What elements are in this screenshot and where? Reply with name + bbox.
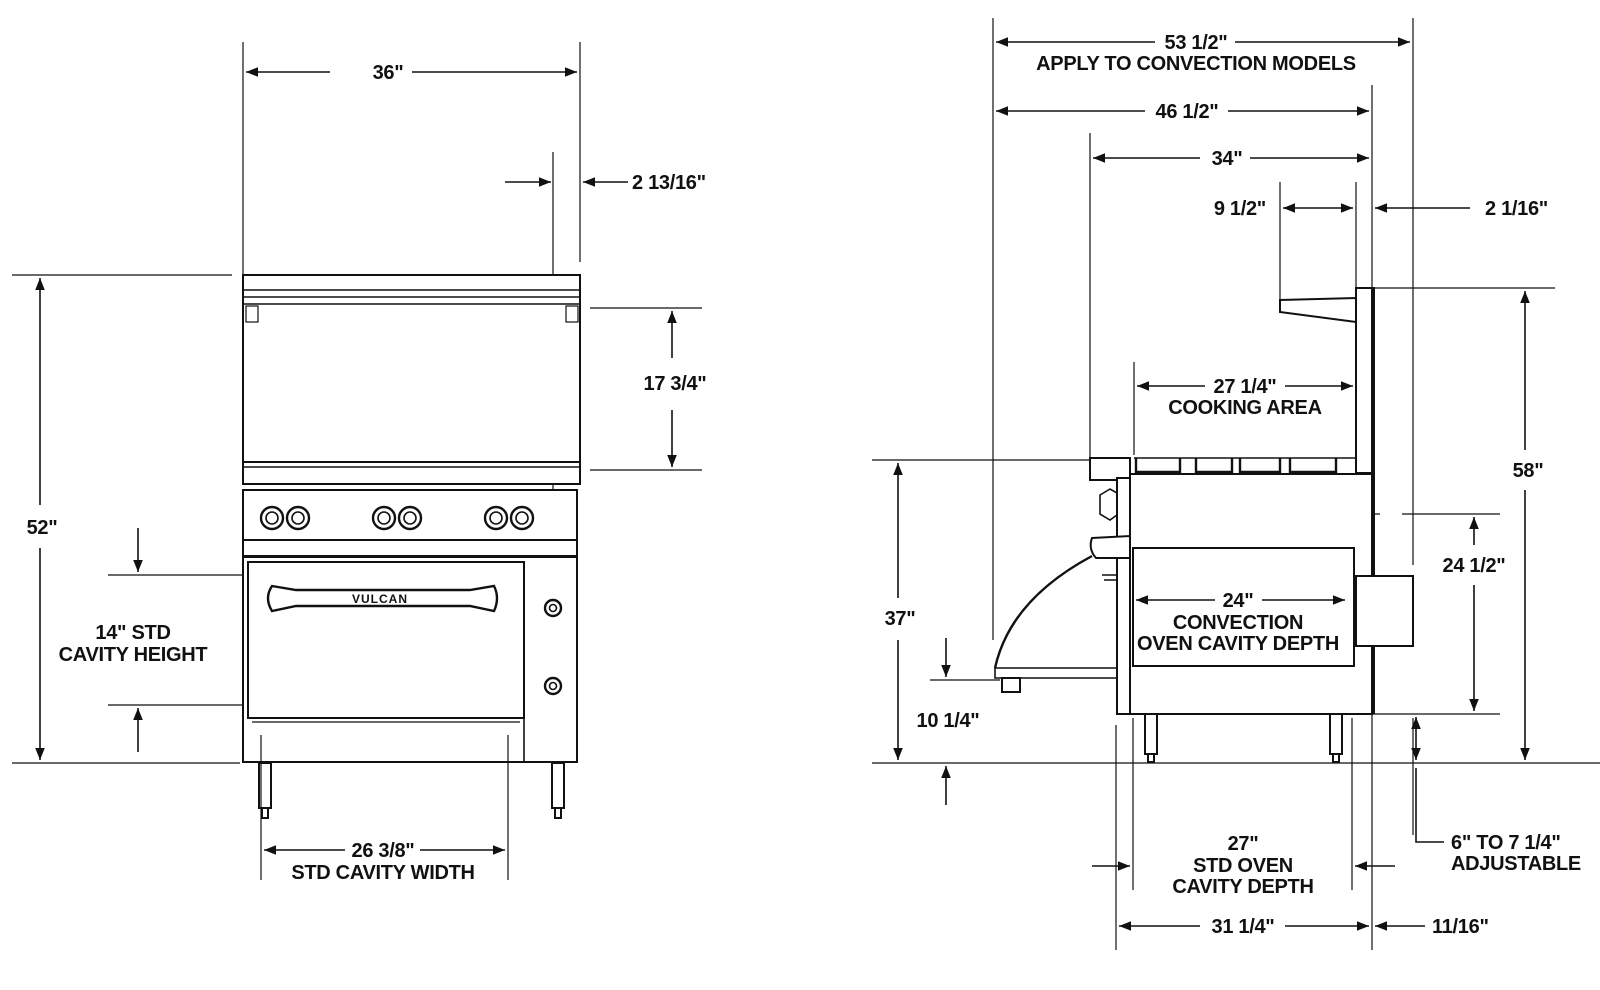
rear-offset-dimension: 11/16" — [1375, 916, 1489, 938]
width-dimension: 36" — [246, 62, 577, 84]
std-cavity-dimension: 27" STD OVEN CAVITY DEPTH — [1092, 833, 1395, 898]
overall-depth-dimension: 46 1/2" — [996, 101, 1369, 123]
work-height-label: 37" — [885, 608, 916, 630]
shelf-depth-label: 9 1/2" — [1214, 198, 1266, 220]
side-overall-height-dimension: 58" — [1513, 291, 1544, 760]
legs-line2: ADJUSTABLE — [1451, 853, 1581, 875]
convection-cavity-line3: OVEN CAVITY DEPTH — [1137, 633, 1339, 655]
door-height-label: 10 1/4" — [917, 710, 980, 732]
side-view: 53 1/2" APPLY TO CONVECTION MODELS 46 1/… — [872, 18, 1600, 950]
cavity-width-line1: 26 3/8" — [352, 840, 415, 862]
oven-door-handle: VULCAN — [266, 584, 499, 613]
range-side-body — [993, 287, 1414, 763]
brand-badge: VULCAN — [352, 592, 408, 606]
motor-height-label: 24 1/2" — [1443, 555, 1506, 577]
backsplash-offset-label: 2 13/16" — [632, 172, 706, 194]
shelf-depth-dimension: 9 1/2" — [1214, 198, 1353, 220]
cavity-width-line2: STD CAVITY WIDTH — [291, 862, 474, 884]
cooking-area-dimension: 27 1/4" COOKING AREA — [1137, 376, 1353, 419]
base-depth-dimension: 31 1/4" — [1119, 916, 1369, 938]
cavity-height-dimension: 14" STD CAVITY HEIGHT — [59, 528, 208, 752]
body-depth-label: 34" — [1212, 148, 1243, 170]
cavity-height-line2: CAVITY HEIGHT — [59, 644, 208, 666]
width-label: 36" — [373, 62, 404, 84]
side-overall-height-label: 58" — [1513, 460, 1544, 482]
base-depth-label: 31 1/4" — [1212, 916, 1275, 938]
overall-depth-label: 46 1/2" — [1156, 101, 1219, 123]
backsplash-height-dimension: 17 3/4" — [644, 311, 707, 467]
range-front-body: VULCAN — [242, 274, 581, 819]
std-cavity-line1: 27" — [1228, 833, 1259, 855]
rear-offset-label: 11/16" — [1432, 916, 1489, 938]
convection-overall-depth-dimension: 53 1/2" APPLY TO CONVECTION MODELS — [996, 32, 1410, 75]
convection-cavity-line2: CONVECTION — [1173, 612, 1303, 634]
cooking-area-line1: 27 1/4" — [1214, 376, 1277, 398]
std-cavity-line2: STD OVEN — [1193, 855, 1293, 877]
convection-depth-line1: 53 1/2" — [1165, 32, 1228, 54]
leg-adjust-dimension: 6" TO 7 1/4" ADJUSTABLE — [1411, 717, 1581, 875]
std-cavity-line3: CAVITY DEPTH — [1172, 876, 1313, 898]
backsplash-offset-dimension: 2 13/16" — [505, 172, 706, 194]
door-height-dimension: 10 1/4" — [917, 638, 980, 805]
convection-cavity-line1: 24" — [1223, 590, 1254, 612]
cavity-width-dimension: 26 3/8" STD CAVITY WIDTH — [264, 840, 505, 884]
backsplash-height-label: 17 3/4" — [644, 373, 707, 395]
overall-height-label: 52" — [27, 517, 58, 539]
cavity-height-line1: 14" STD — [95, 622, 170, 644]
overall-height-dimension: 52" — [27, 278, 58, 760]
back-offset-label: 2 1/16" — [1485, 198, 1548, 220]
back-offset-dimension: 2 1/16" — [1375, 198, 1548, 220]
legs-line1: 6" TO 7 1/4" — [1451, 832, 1561, 854]
cooking-area-line2: COOKING AREA — [1168, 397, 1321, 419]
convection-cavity-dimension: 24" CONVECTION OVEN CAVITY DEPTH — [1136, 590, 1345, 655]
burner-knobs — [259, 505, 535, 531]
front-view: 36" 2 13/16" 17 3/4" 52" — [12, 42, 707, 884]
motor-height-dimension: 24 1/2" — [1443, 517, 1506, 711]
body-depth-dimension: 34" — [1093, 148, 1369, 170]
convection-depth-line2: APPLY TO CONVECTION MODELS — [1036, 53, 1356, 75]
work-height-dimension: 37" — [885, 463, 916, 760]
